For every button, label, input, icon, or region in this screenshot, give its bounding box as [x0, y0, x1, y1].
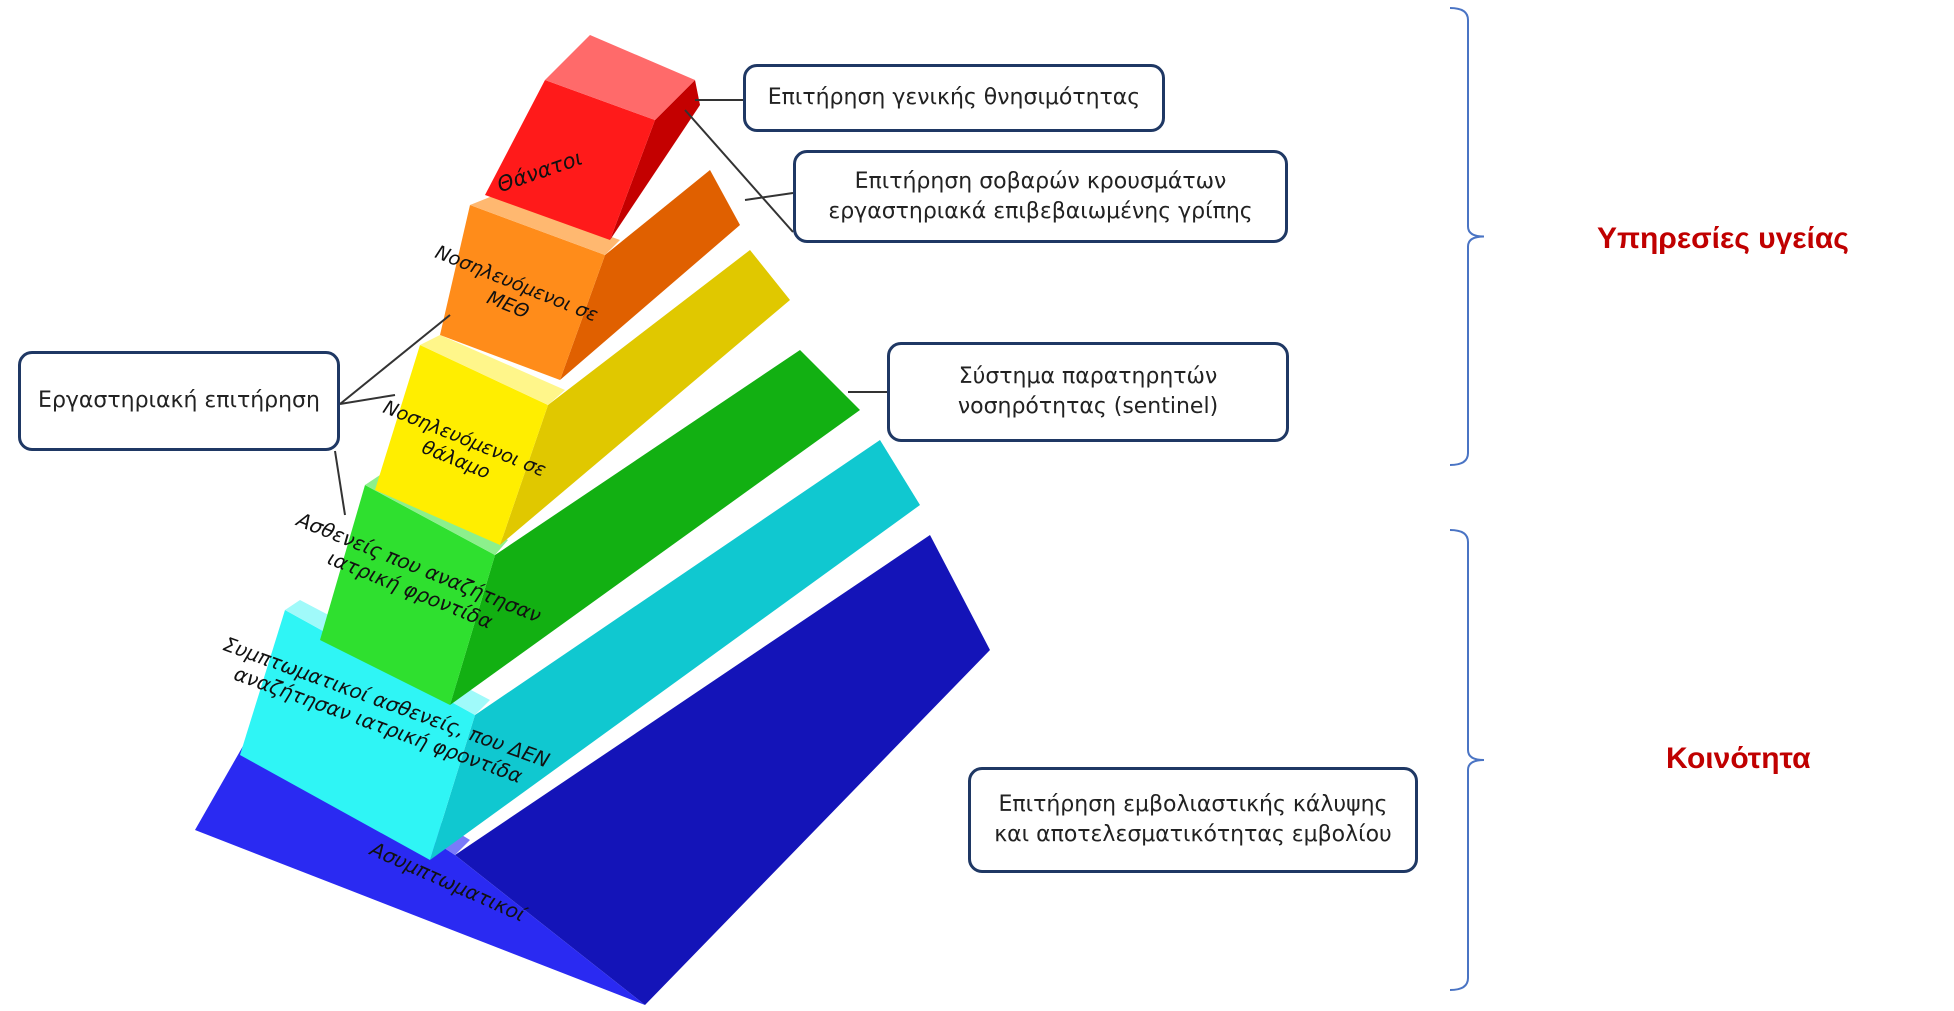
connector-line [684, 109, 794, 233]
group-brackets [1449, 7, 1485, 991]
pyramid-layer-icu [440, 170, 740, 380]
layer-side-face [430, 440, 920, 860]
callout-sentinel: Σύστημα παρατηρητών νοσηρότητας (sentine… [887, 342, 1289, 442]
pyramid-layer-deaths [485, 35, 700, 240]
connector-line [339, 314, 451, 405]
bracket-health-services [1449, 7, 1485, 466]
connector-line [744, 192, 794, 201]
layer-front-face [440, 205, 605, 380]
layer-side-face [450, 350, 860, 705]
layer-front-face [375, 345, 548, 545]
callout-severe-cases-line2: εργαστηριακά επιβεβαιωμένης γρίπης [828, 198, 1253, 224]
pyramid-layer-ward [375, 250, 790, 545]
layer-front-face [240, 610, 475, 860]
callout-sentinel-line2: νοσηρότητας (sentinel) [957, 394, 1219, 419]
layer-top-face [545, 35, 695, 120]
connector-line [334, 450, 346, 516]
layer-front-face [485, 80, 655, 240]
connector-lines [334, 99, 887, 516]
callout-general-mortality-text: Επιτήρηση γενικής θνησιμότητας [767, 85, 1141, 111]
callout-vaccine-line2: και αποτελεσματικότητας εμβολίου [994, 822, 1392, 847]
callout-vaccine-line1: Επιτήρηση εμβολιαστικής κάλυψης [998, 792, 1388, 818]
callout-general-mortality: Επιτήρηση γενικής θνησιμότητας [743, 64, 1165, 132]
callout-severe-cases-line1: Επιτήρηση σοβαρών κρουσμάτων [854, 168, 1227, 194]
layer-side-face [610, 80, 700, 240]
layer-front-face [320, 485, 495, 705]
layer-side-face [500, 250, 790, 545]
callout-vaccine: Επιτήρηση εμβολιαστικής κάλυψης και αποτ… [968, 767, 1418, 873]
layer-top-face [470, 195, 620, 255]
bracket-community [1449, 529, 1485, 991]
callout-sentinel-line1: Σύστημα παρατηρητών [958, 364, 1218, 390]
group-label-health-services: Υπηρεσίες υγείας [1597, 222, 1849, 255]
layer-top-face [420, 335, 565, 405]
group-label-community: Κοινότητα [1666, 742, 1811, 775]
callout-laboratory: Εργαστηριακή επιτήρηση [18, 351, 340, 451]
connector-line [339, 394, 396, 405]
layer-side-face [560, 170, 740, 380]
layer-side-face [455, 535, 990, 1005]
callout-severe-cases: Επιτήρηση σοβαρών κρουσμάτων εργαστηριακ… [793, 150, 1288, 243]
layer-front-face [195, 725, 645, 1005]
callout-laboratory-text: Εργαστηριακή επιτήρηση [38, 388, 320, 414]
